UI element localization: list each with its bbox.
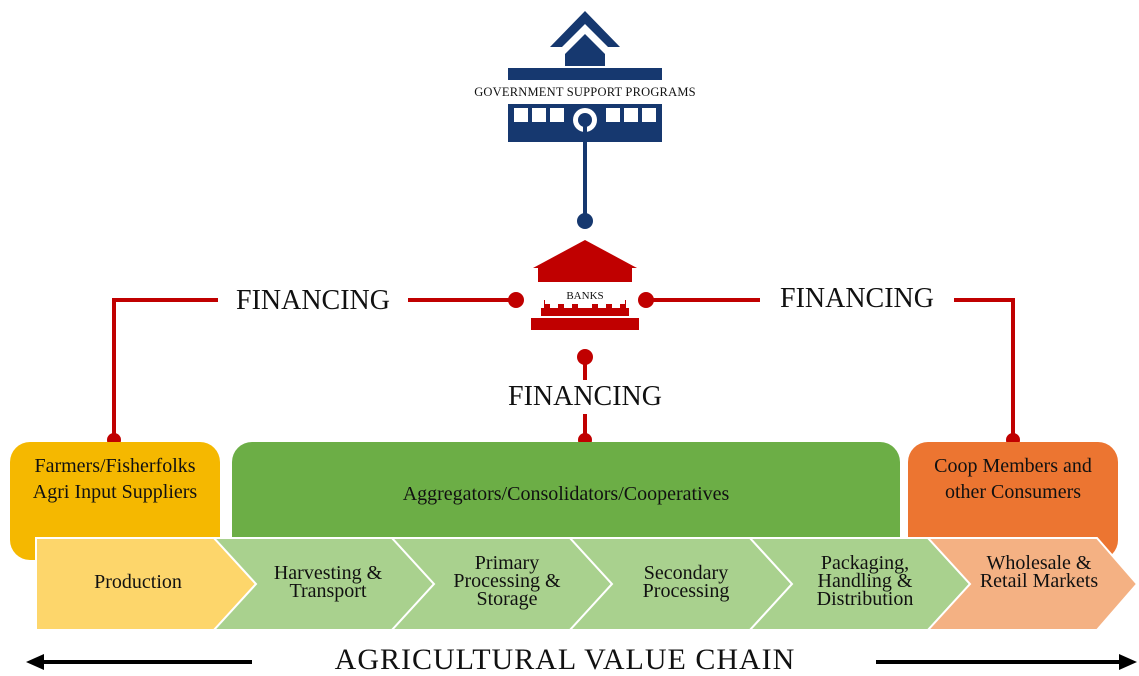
chain-step-markets [925,537,1139,631]
chain-step-label-harvesting: Harvesting & Transport [273,562,383,602]
bank-building-icon [531,240,639,330]
farmers-box [10,442,220,560]
bank-right-dot [638,292,654,308]
government-label-background [440,82,730,104]
government-building-icon [508,11,662,142]
chain-step-label-secondary-processing: Secondary Processing [642,562,730,602]
bank-left-dot [508,292,524,308]
financing-left-label: FINANCING [218,284,408,318]
footer-arrow-right [876,654,1137,670]
footer-title: AGRICULTURAL VALUE CHAIN [334,643,796,676]
farmers-label: Farmers/Fisherfolks Agri Input Suppliers [32,455,198,503]
government-connector-dot [577,213,593,229]
footer-arrow-left [26,654,252,670]
chain-step-label-primary-processing: Primary Processing & Storage [453,552,561,610]
government-label: GOVERNMENT SUPPORT PROGRAMS [474,85,696,99]
bank-bottom-dot [577,349,593,365]
aggregators-box [232,442,900,560]
banks-label: BANKS [545,288,625,304]
consumers-label: Coop Members and other Consumers [934,455,1092,503]
chain-step-label-production: Production [94,571,182,593]
chain-step-label-markets: Wholesale & Retail Markets [979,552,1099,592]
chain-step-label-packaging: Packaging, Handling & Distribution [816,552,914,610]
aggregators-label: Aggregators/Consolidators/Cooperatives [402,483,730,505]
financing-center-label: FINANCING [488,380,682,414]
consumers-box [908,442,1118,560]
financing-right-label: FINANCING [760,282,954,316]
